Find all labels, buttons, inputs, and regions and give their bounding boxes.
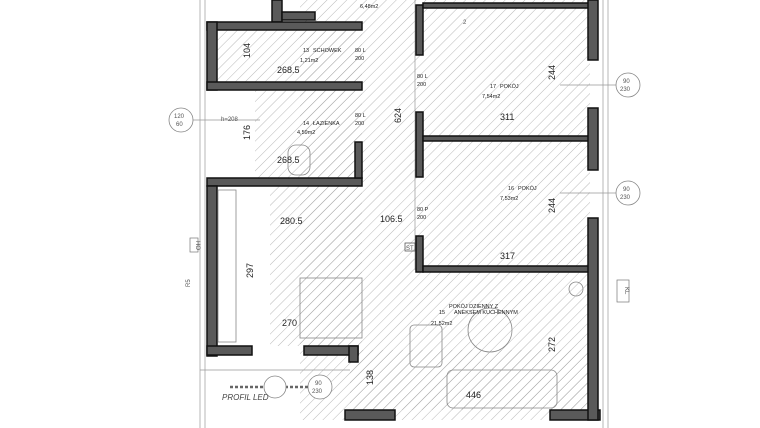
door-height: 200 xyxy=(355,56,364,62)
room-number: 13 xyxy=(303,48,309,54)
room-name: POKÓJ xyxy=(500,83,519,90)
kl-label: KL xyxy=(623,287,629,295)
dimension: 317 xyxy=(500,251,515,261)
floor-hatching xyxy=(217,0,590,420)
room-label-pokoj-dzienny: POKÓJ DZIENNY Z 15 ANEKSEM KUCHENNYM 21,… xyxy=(431,303,518,327)
dimension: 106.5 xyxy=(380,214,403,224)
room-label-pokoj-16: 16 POKÓJ 7,53m2 xyxy=(500,185,537,202)
room-area: 4,59m2 xyxy=(297,130,315,136)
room-area: 7,54m2 xyxy=(482,94,500,100)
window-height: 230 xyxy=(620,87,631,93)
dimension: 270 xyxy=(282,318,297,328)
window-tag-left: 120 60 xyxy=(168,107,194,133)
window-height: 230 xyxy=(312,389,323,395)
room-number: 17 xyxy=(490,84,496,90)
st-label: ST xyxy=(406,246,414,252)
door-width: 80 P xyxy=(417,207,429,213)
dimension: 138 xyxy=(365,370,375,385)
room-label-schowek: 13 SCHOWEK 1,21m2 xyxy=(300,48,342,64)
dimension: 244 xyxy=(547,198,557,213)
room-area: 7,53m2 xyxy=(500,196,518,202)
dimension: 297 xyxy=(245,263,255,278)
dimensions: 104 268.5 176 268.5 h=208 624 106.5 280.… xyxy=(221,43,557,400)
profil-led: PROFIL LED xyxy=(222,375,308,402)
dimension: 176 xyxy=(242,125,252,140)
door-width: 80 L xyxy=(355,48,366,54)
room-number: 14 xyxy=(303,121,309,127)
window-tag-right-1: 90 230 xyxy=(615,72,641,98)
door-height: 200 xyxy=(355,121,364,127)
window-width: 120 xyxy=(174,114,185,120)
dimension: 272 xyxy=(547,337,557,352)
room-name: ŁAZIENKA xyxy=(313,121,340,127)
door-height: 200 xyxy=(417,215,426,221)
room-label-lazienka: 14 ŁAZIENKA 4,59m2 xyxy=(297,121,340,136)
r5-label: R5 xyxy=(186,279,192,287)
door-width: 80 L xyxy=(417,74,428,80)
dimension: 268.5 xyxy=(277,65,300,75)
outlet-label: 2 xyxy=(463,20,467,26)
window-width: 90 xyxy=(623,187,630,193)
dimension: 104 xyxy=(242,43,252,58)
room-label-pokoj-17: 17 POKÓJ 7,54m2 xyxy=(482,83,519,100)
walls xyxy=(206,0,601,421)
room-number: 15 xyxy=(439,310,445,316)
dimension: 624 xyxy=(393,108,403,123)
window-width: 90 xyxy=(623,79,630,85)
room-area: 1,21m2 xyxy=(300,58,318,64)
room-area-top: 6,48m2 xyxy=(360,4,378,10)
window-height: h=208 xyxy=(221,117,239,123)
door-height: 200 xyxy=(417,82,426,88)
window-tag-bottom: 90 230 xyxy=(307,374,333,400)
dimension: 446 xyxy=(466,390,481,400)
furniture xyxy=(217,144,584,409)
dimension: 244 xyxy=(547,65,557,80)
room-name: POKÓJ xyxy=(518,185,537,192)
window-height: 230 xyxy=(620,195,631,201)
window-height: 60 xyxy=(176,122,183,128)
guide-lines xyxy=(190,0,625,428)
room-name-2: ANEKSEM KUCHENNYM xyxy=(454,310,518,316)
door-labels: 80 L 200 80 L 200 80 L 200 80 P 200 xyxy=(355,48,429,221)
room-name: SCHOWEK xyxy=(313,48,342,54)
profil-led-label: PROFIL LED xyxy=(222,393,269,402)
window-width: 90 xyxy=(315,381,322,387)
window-tag-right-2: 90 230 xyxy=(615,180,641,206)
ho-label: HO xyxy=(194,241,200,250)
dimension: 280.5 xyxy=(280,216,303,226)
room-number: 16 xyxy=(508,186,514,192)
dimension: 311 xyxy=(500,112,514,122)
door-width: 80 L xyxy=(355,113,366,119)
room-name: POKÓJ DZIENNY Z xyxy=(449,303,499,310)
dimension: 268.5 xyxy=(277,155,300,165)
room-area: 21,52m2 xyxy=(431,321,452,327)
